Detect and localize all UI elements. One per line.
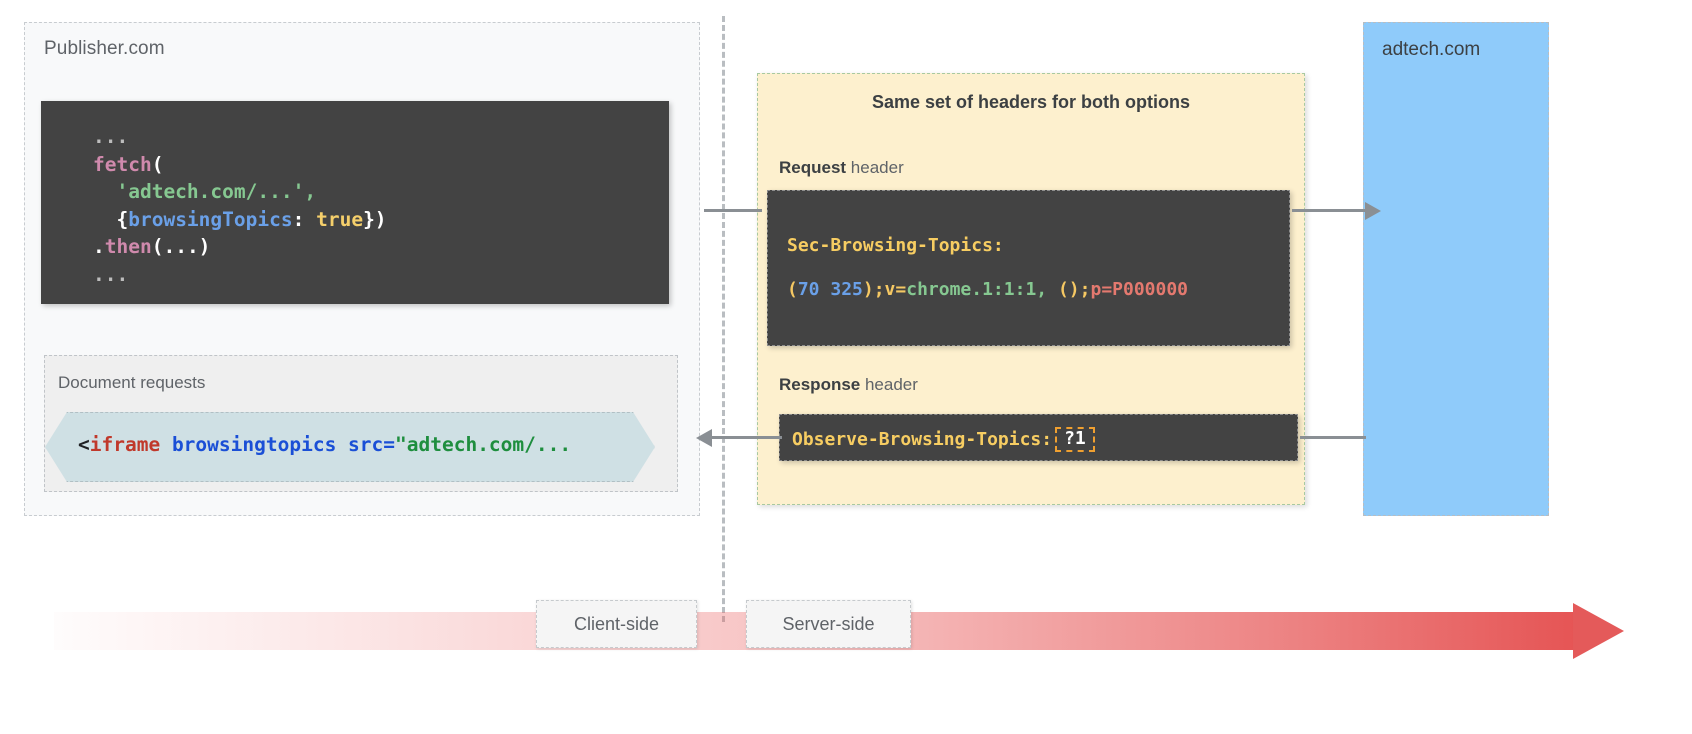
code-then-args: (...)	[151, 235, 211, 258]
value-separator: ;	[1079, 279, 1091, 300]
code-colon: :	[292, 207, 317, 231]
code-open-paren: (	[151, 152, 164, 176]
javascript-code-block: ... fetch( 'adtech.com/...', {browsingTo…	[41, 101, 669, 304]
timeline-arrow-head	[1573, 603, 1624, 659]
request-header-label-bold: Request	[779, 158, 847, 177]
request-arrow-right-head	[1365, 202, 1381, 220]
value-paren-open: (	[787, 279, 798, 300]
response-arrow-left-head	[696, 429, 712, 447]
observe-browsing-topics-line: Observe-Browsing-Topics:?1	[792, 427, 1095, 452]
client-side-chip: Client-side	[536, 600, 697, 648]
headers-panel-title: Same set of headers for both options	[871, 92, 1191, 112]
code-dot: .	[93, 235, 105, 258]
publisher-label: Publisher.com	[44, 38, 165, 59]
observe-browsing-topics-value: ?1	[1055, 427, 1095, 452]
value-topic-ids: 70 325	[797, 279, 863, 300]
iframe-tag-name: iframe	[89, 433, 161, 456]
document-requests-label: Document requests	[58, 373, 206, 392]
response-header-code-block: Observe-Browsing-Topics:?1	[779, 414, 1298, 461]
iframe-src-value: "adtech.com/...	[395, 433, 572, 456]
request-arrow-left-line	[704, 209, 762, 212]
code-true-value: true	[316, 207, 364, 231]
code-brace-close: })	[363, 207, 387, 231]
iframe-attributes: browsingtopics src=	[160, 433, 396, 456]
value-paren-close: )	[862, 279, 874, 300]
request-arrow-right-line	[1292, 209, 1368, 212]
javascript-code-text: ... fetch( 'adtech.com/...', {browsingTo…	[41, 101, 669, 288]
value-version-key: ;v=	[873, 279, 907, 300]
value-chrome-version: chrome.1:1:1,	[906, 279, 1058, 300]
response-arrow-right-line	[1300, 436, 1366, 439]
request-header-label-rest: header	[846, 158, 904, 177]
code-fetch-keyword: fetch	[93, 152, 152, 176]
request-header-code-block: Sec-Browsing-Topics: (70 325);v=chrome.1…	[767, 190, 1290, 346]
value-empty-parens: ()	[1057, 279, 1080, 300]
response-header-label: Response header	[779, 375, 918, 395]
sec-browsing-topics-name: Sec-Browsing-Topics:	[787, 235, 1004, 256]
client-server-divider	[722, 16, 725, 622]
response-header-label-rest: header	[860, 375, 918, 394]
code-then-keyword: then	[104, 235, 152, 258]
adtech-container	[1363, 22, 1549, 516]
code-ellipsis-bottom: ...	[93, 262, 129, 286]
iframe-snippet-text: <iframe browsingtopics src="adtech.com/.…	[78, 433, 571, 456]
observe-browsing-topics-name: Observe-Browsing-Topics:	[792, 429, 1053, 450]
request-header-label: Request header	[779, 158, 904, 178]
adtech-label: adtech.com	[1382, 39, 1481, 60]
iframe-lt-bracket: <	[78, 433, 90, 456]
server-side-chip: Server-side	[746, 600, 911, 648]
sec-browsing-topics-value: (70 325);v=chrome.1:1:1, ();p=P000000	[787, 279, 1188, 300]
value-padding-param: p=P000000	[1090, 279, 1189, 300]
code-brace-open: {	[116, 207, 129, 231]
response-arrow-left-line	[712, 436, 782, 439]
code-browsingtopics-prop: browsingTopics	[128, 207, 293, 231]
code-ellipsis-top: ...	[93, 125, 129, 148]
code-url-string: 'adtech.com/...',	[116, 180, 317, 203]
response-header-label-bold: Response	[779, 375, 861, 394]
iframe-snippet-chip	[45, 412, 655, 482]
